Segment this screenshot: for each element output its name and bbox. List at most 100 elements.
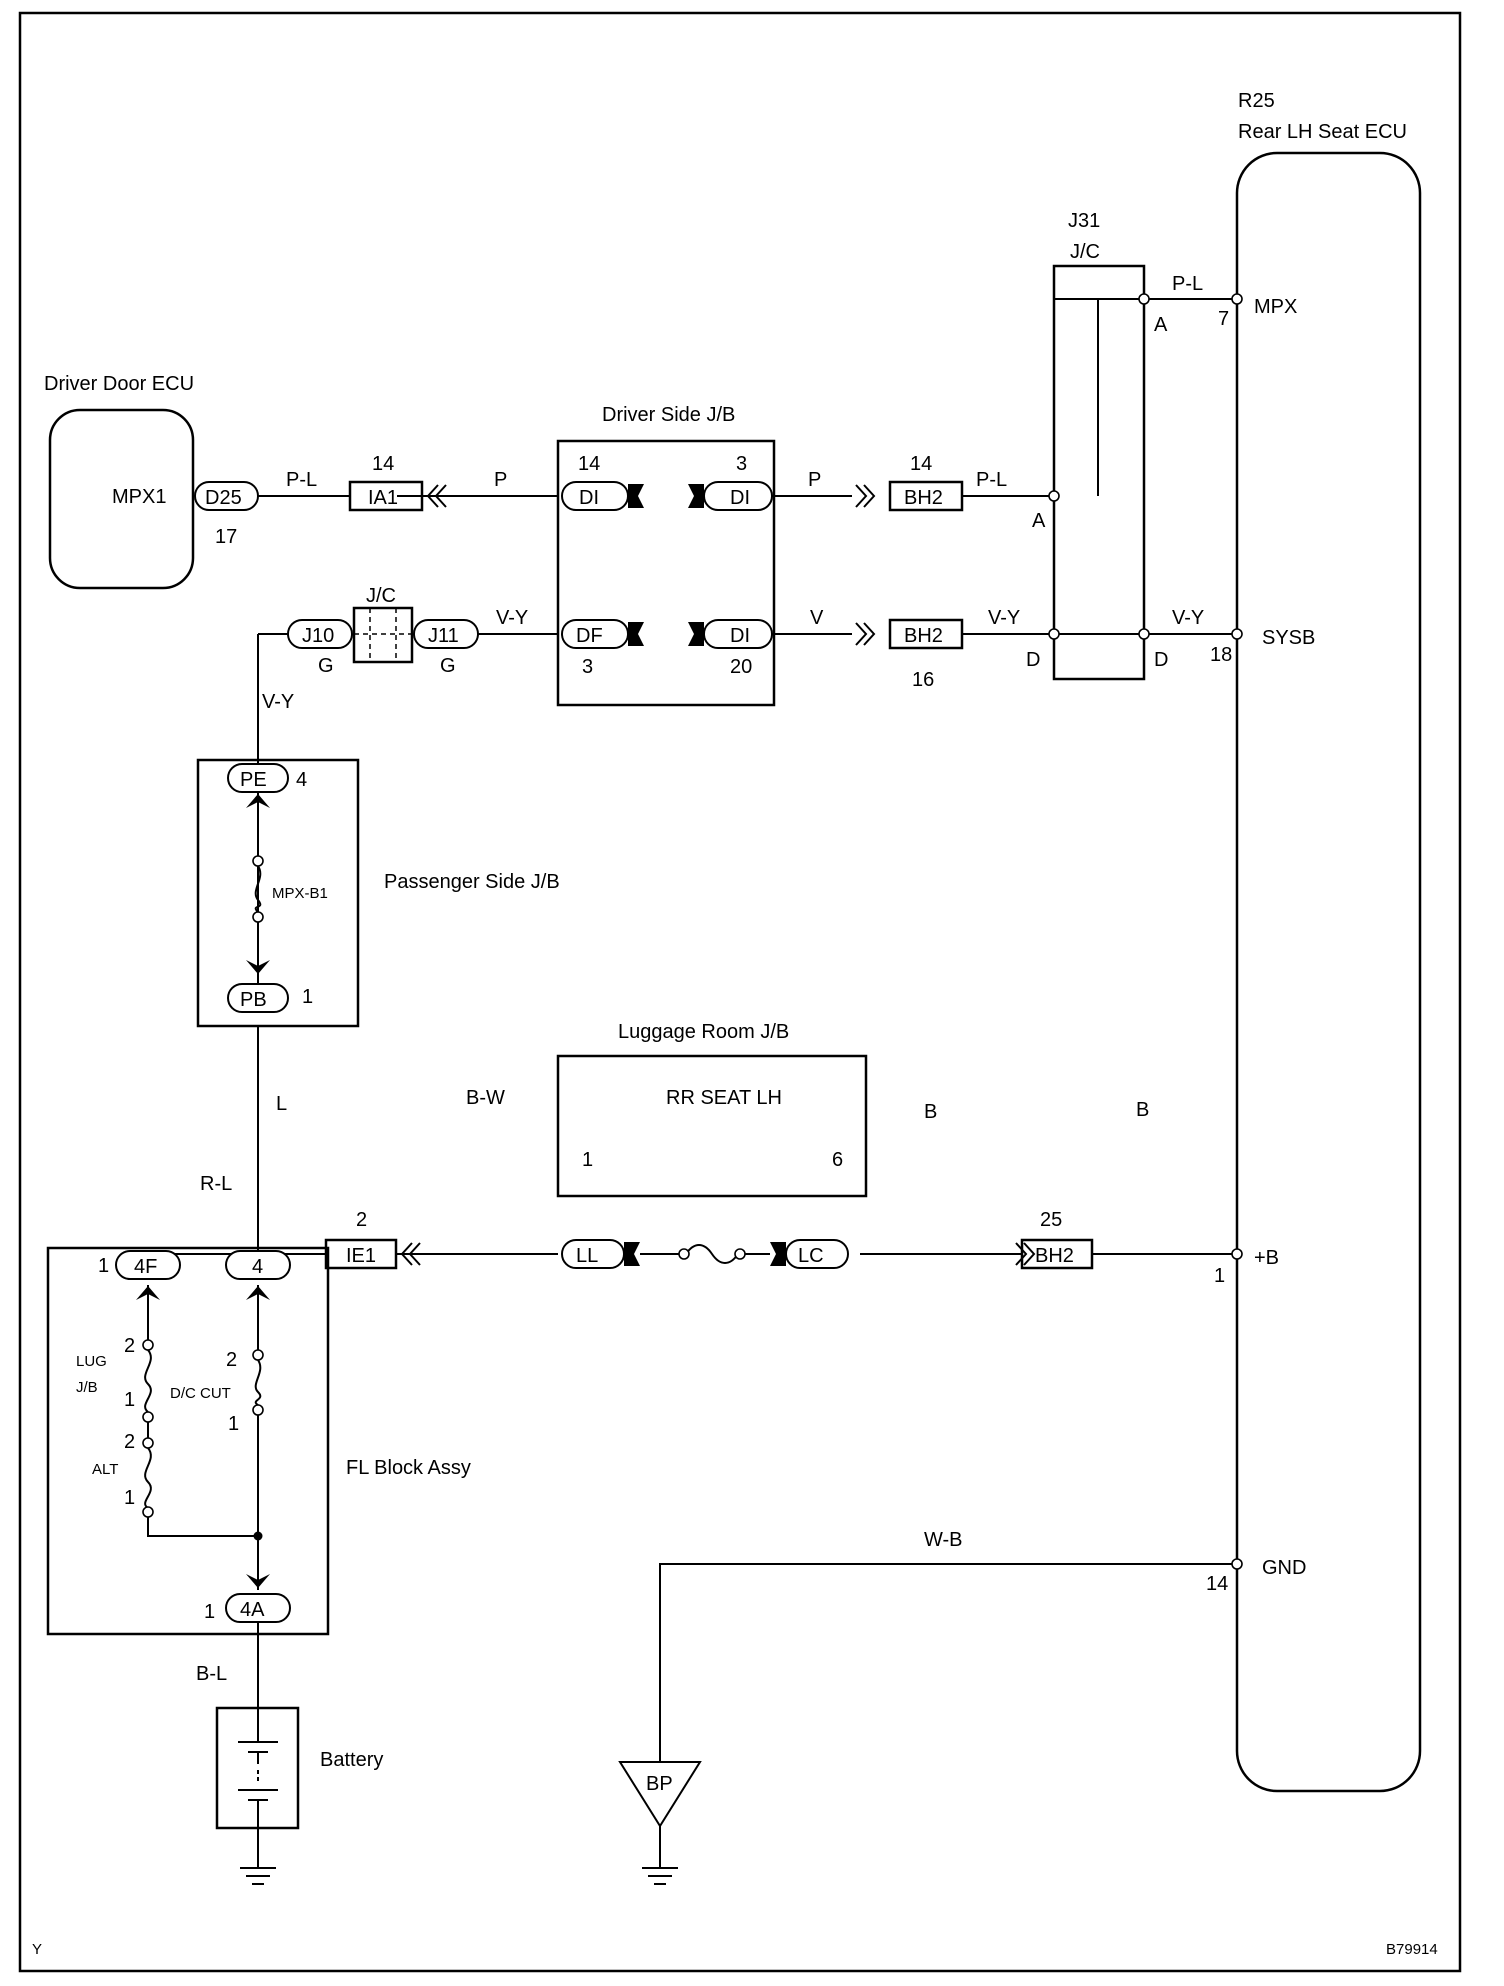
- driver-door-ecu-body: [48, 408, 195, 590]
- connector-j10: [287, 619, 353, 649]
- pin-plusb-terminal: [1231, 1248, 1243, 1260]
- fl-block-body: [46, 1246, 330, 1636]
- svg-text:J11: J11: [428, 625, 459, 647]
- svg-text:20: 20: [730, 656, 752, 678]
- driver-side-jb: Driver Side J/B DI 14 DI 3 DF 3 DI 20: [556, 404, 776, 707]
- wires: [147, 298, 1237, 1868]
- passenger-side-jb-body: [196, 758, 360, 1028]
- svg-text:2: 2: [124, 1431, 135, 1453]
- passenger-side-jb: Passenger Side J/B PE 4 MPX-B1 PB 1: [196, 758, 560, 1028]
- j31-code: J31: [1068, 210, 1100, 232]
- pin-sysb-terminal: [1231, 628, 1243, 640]
- fuse-dc-cut: [254, 1359, 262, 1406]
- wire-p-left: P: [494, 469, 507, 491]
- svg-text:1: 1: [582, 1149, 593, 1171]
- wire-pl-d25: P-L: [286, 469, 317, 491]
- wire-bl: B-L: [196, 1663, 227, 1685]
- driver-door-ecu: Driver Door ECU MPX1 D25 17: [44, 373, 259, 590]
- j31-pin-a-top: A: [1154, 314, 1168, 336]
- wire-vy-vertical: V-Y: [262, 691, 294, 713]
- svg-text:BH2: BH2: [1035, 1245, 1074, 1267]
- j31-pin-d-right: D: [1154, 649, 1168, 671]
- svg-text:PE: PE: [240, 769, 267, 791]
- svg-text:2: 2: [356, 1209, 367, 1231]
- wire-v-right: V: [810, 607, 824, 629]
- luggage-room-jb: Luggage Room J/B LL 1 RR SEAT LH LC 6: [556, 1021, 868, 1269]
- jc-small-name: J/C: [366, 585, 396, 607]
- ground-battery: [240, 1867, 276, 1885]
- fuse-mpx-b1: [254, 865, 262, 913]
- svg-text:2: 2: [124, 1335, 135, 1357]
- rear-lh-seat-ecu: R25 Rear LH Seat ECU 7 MPX 18 SYSB 1 +B …: [1206, 90, 1422, 1793]
- pin-plusb-no: 1: [1214, 1265, 1225, 1287]
- wire-rl: R-L: [200, 1173, 232, 1195]
- battery-label: Battery: [320, 1749, 383, 1771]
- wire-vy-bh2: V-Y: [988, 607, 1020, 629]
- svg-text:LL: LL: [576, 1245, 598, 1267]
- svg-text:14: 14: [910, 453, 932, 475]
- ground-bp-label: BP: [646, 1773, 673, 1795]
- svg-text:1: 1: [302, 986, 313, 1008]
- pin-sysb-no: 18: [1210, 644, 1232, 666]
- passenger-side-jb-name: Passenger Side J/B: [384, 871, 560, 893]
- j31-pin-d-left: D: [1026, 649, 1040, 671]
- svg-text:1: 1: [228, 1413, 239, 1435]
- j31-terminal-a-top: [1138, 293, 1150, 305]
- svg-text:ALT: ALT: [92, 1461, 118, 1478]
- j31-name: J/C: [1070, 241, 1100, 263]
- svg-text:1: 1: [124, 1389, 135, 1411]
- fuse-lug-jb: [144, 1349, 152, 1413]
- wire-vy-j31: V-Y: [1172, 607, 1204, 629]
- wire-color-labels: P-L P P P-L P-L V-Y V V-Y V-Y V-Y L B-W …: [196, 273, 1204, 1685]
- svg-text:DI: DI: [730, 625, 750, 647]
- svg-text:IE1: IE1: [346, 1245, 376, 1267]
- svg-text:3: 3: [736, 453, 747, 475]
- svg-text:DI: DI: [579, 487, 599, 509]
- j31-terminal-d-right: [1138, 628, 1150, 640]
- svg-text:J/B: J/B: [76, 1379, 98, 1396]
- svg-text:BH2: BH2: [904, 487, 943, 509]
- svg-text:14: 14: [578, 453, 600, 475]
- ia1-pin: 14: [372, 453, 394, 475]
- ground-bp: BP: [618, 1761, 702, 1885]
- pin-plusb-name: +B: [1254, 1247, 1279, 1269]
- pin-mpx-name: MPX: [1254, 296, 1297, 318]
- svg-text:25: 25: [1040, 1209, 1062, 1231]
- pin-mpx-terminal: [1231, 293, 1243, 305]
- rear-ecu-body: [1235, 151, 1422, 1793]
- inline-connector-ie1: IE1 2: [324, 1209, 421, 1270]
- wire-pl-j31: P-L: [1172, 273, 1203, 295]
- j31-terminal-a-left: [1048, 490, 1060, 502]
- ia1-chevron: [426, 484, 447, 508]
- svg-text:DF: DF: [576, 625, 603, 647]
- connector-pe: [227, 763, 289, 793]
- svg-text:1: 1: [204, 1601, 215, 1623]
- inline-connector-bh2-mid: BH2 16: [855, 618, 964, 691]
- wire-l-left: L: [276, 1093, 287, 1115]
- connector-4f: [115, 1250, 181, 1280]
- svg-text:3: 3: [582, 656, 593, 678]
- connector-j11: [413, 619, 479, 649]
- inline-connector-bh2-top: BH2 14: [855, 453, 964, 512]
- pin-gnd-name: GND: [1262, 1557, 1306, 1579]
- j31-pin-a-left: A: [1032, 510, 1046, 532]
- corner-left-label: Y: [32, 1941, 42, 1958]
- wire-p-right: P: [808, 469, 821, 491]
- ia1-label: IA1: [368, 487, 398, 509]
- svg-text:6: 6: [832, 1149, 843, 1171]
- wire-b-mid: B: [924, 1101, 937, 1123]
- pin-gnd-terminal: [1231, 1558, 1243, 1570]
- connector-d25-pin: 17: [215, 526, 237, 548]
- svg-text:G: G: [318, 655, 334, 677]
- fuse-mpx-b1-label: MPX-B1: [272, 885, 328, 902]
- fuse-rr-seat-lh: [685, 1244, 739, 1264]
- jc-small-body: [352, 606, 414, 664]
- figure-code: B79914: [1386, 1941, 1438, 1958]
- rear-ecu-code: R25: [1238, 90, 1275, 112]
- driver-side-jb-name: Driver Side J/B: [602, 404, 735, 426]
- connector-di-right-top: [703, 481, 773, 511]
- svg-text:D/C CUT: D/C CUT: [170, 1385, 231, 1402]
- svg-text:PB: PB: [240, 989, 267, 1011]
- svg-text:1: 1: [124, 1487, 135, 1509]
